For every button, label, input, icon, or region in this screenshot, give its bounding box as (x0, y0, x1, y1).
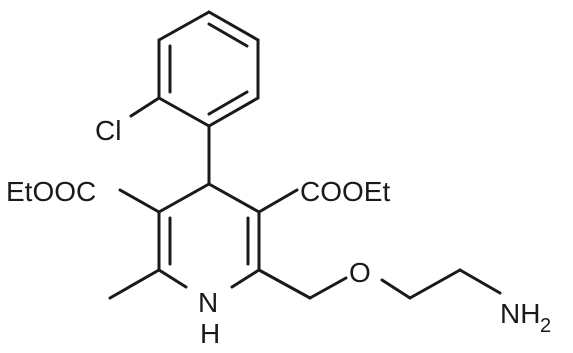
amine-subscript: 2 (540, 315, 551, 337)
bond-c2-ch2 (257, 268, 312, 300)
bond-ch2-n (458, 268, 502, 295)
bond-c5-ester-left (118, 188, 161, 214)
bond-n1-c6 (157, 268, 188, 289)
ring-h-label: H (200, 318, 220, 349)
ring-n-label: N (198, 287, 218, 318)
bond-ph-inner-2 (207, 90, 249, 116)
ester-left-label: EtOOC (6, 176, 96, 207)
bond-ch2-o (308, 276, 348, 300)
chlorophenyl-ring (157, 10, 260, 128)
bond-c5-c4 (157, 182, 211, 214)
chlorine-label: Cl (95, 115, 121, 146)
bond-c4-c3 (207, 182, 261, 214)
bond-ch2-ch2 (408, 268, 462, 300)
bond-ph-cl (129, 96, 161, 118)
bond-ph-4 (157, 96, 211, 128)
dihydropyridine-ring (157, 182, 261, 289)
bond-c6-methyl (108, 268, 161, 300)
bond-ph-3 (207, 96, 260, 128)
bond-ph-6 (157, 10, 211, 42)
ether-oxygen-label: O (349, 257, 371, 288)
bond-ph-inner-1 (207, 22, 249, 48)
ester-right-label: COOEt (300, 176, 390, 207)
bond-ph-1 (207, 10, 260, 42)
bond-o-ch2 (380, 278, 412, 300)
bond-c2-n1 (230, 268, 261, 289)
amine-label: NH (500, 298, 540, 329)
bond-c3-ester-right (257, 188, 299, 214)
